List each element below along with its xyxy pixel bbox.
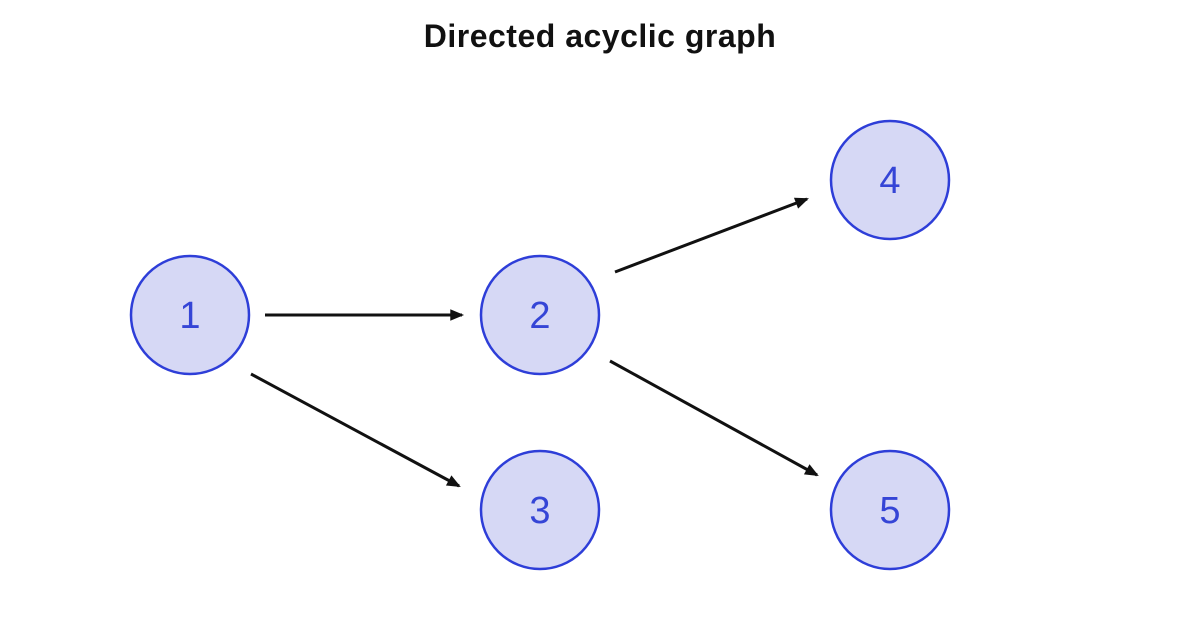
node-3-circle (479, 449, 601, 571)
node-1-label: 1 (179, 295, 200, 337)
node-2: 2 (479, 254, 601, 376)
diagram-title: Directed acyclic graph (423, 18, 777, 54)
node-2-label: 2 (529, 295, 550, 337)
node-3: 3 (479, 449, 601, 571)
node-1: 1 (129, 254, 251, 376)
node-4-label: 4 (879, 160, 900, 202)
edge-2-to-5 (609, 359, 819, 477)
node-4: 4 (829, 119, 951, 241)
edge-1-to-3 (250, 372, 461, 488)
node-4-circle (829, 119, 951, 241)
edge-2-to-4 (614, 197, 809, 274)
node-5-label: 5 (879, 490, 900, 532)
node-5: 5 (829, 449, 951, 571)
node-5-circle (829, 449, 951, 571)
edges-layer (250, 197, 819, 488)
node-3-label: 3 (529, 490, 550, 532)
node-2-circle (479, 254, 601, 376)
node-1-circle (129, 254, 251, 376)
nodes-layer: 1 2 3 4 5 (129, 119, 951, 571)
